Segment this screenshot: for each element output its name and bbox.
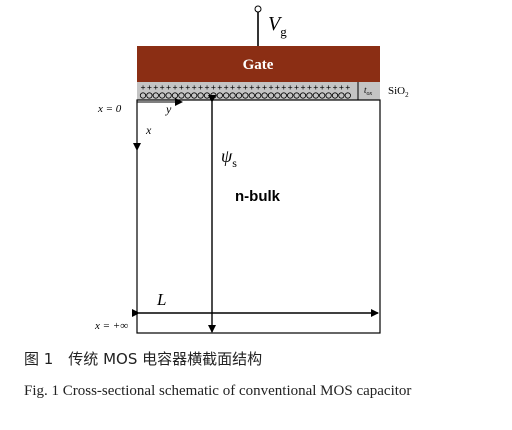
electron-charge-mark (274, 92, 281, 99)
positive-charge-mark: + (326, 83, 331, 92)
positive-charge-mark: + (141, 83, 146, 92)
positive-charge-mark: + (179, 83, 184, 92)
positive-charge-mark: + (320, 83, 325, 92)
positive-charge-mark: + (333, 83, 338, 92)
electron-charge-mark (229, 92, 236, 99)
potential-label: ψs (221, 146, 237, 170)
electron-charge-mark (280, 92, 287, 99)
positive-charge-mark: + (217, 83, 222, 92)
positive-charge-mark: + (192, 83, 197, 92)
bulk-label: n-bulk (235, 188, 281, 205)
electron-charge-mark (159, 92, 166, 99)
electron-charge-mark (216, 92, 223, 99)
n-bulk-region (136, 99, 381, 334)
positive-charge-mark: + (339, 83, 344, 92)
electron-charge-mark (139, 92, 147, 99)
figure-caption-english: Fig. 1 Cross-sectional schematic of conv… (24, 383, 412, 399)
positive-charge-mark: + (262, 83, 267, 92)
positive-charge-mark: + (345, 83, 350, 92)
positive-charge-mark: + (224, 83, 229, 92)
electron-charge-mark (146, 92, 153, 99)
positive-charge-mark: + (198, 83, 203, 92)
electron-charge-mark (293, 92, 300, 99)
electron-charge-mark (312, 92, 319, 99)
positive-charge-mark: + (211, 83, 216, 92)
gate-terminal-icon (254, 5, 262, 13)
surface-label: x = 0 (97, 103, 122, 115)
electron-charge-mark (306, 92, 313, 99)
x-axis-label: x (145, 123, 152, 137)
y-axis-label: y (165, 102, 172, 116)
electron-charge-mark (299, 92, 307, 99)
positive-charge-mark: + (281, 83, 286, 92)
electron-charge-mark (242, 92, 249, 99)
electron-charge-mark (184, 92, 191, 99)
electron-charge-mark (248, 92, 255, 99)
electron-charge-mark (235, 92, 243, 99)
positive-charge-mark: + (173, 83, 178, 92)
electron-charge-mark (331, 92, 339, 99)
oxide-label: SiO2 (388, 85, 409, 99)
electron-charge-mark (287, 92, 294, 99)
positive-charge-row: +++++++++++++++++++++++++++++++++ (141, 83, 351, 92)
positive-charge-mark: + (185, 83, 190, 92)
electron-charge-mark (197, 92, 204, 99)
positive-charge-mark: + (301, 83, 306, 92)
positive-charge-mark: + (269, 83, 274, 92)
electron-charge-mark (267, 92, 275, 99)
mos-capacitor-diagram: Vg Gate ++++++++++++++++++++++++++++++++… (94, 5, 409, 334)
positive-charge-mark: + (147, 83, 152, 92)
positive-charge-mark: + (249, 83, 254, 92)
electron-charge-mark (191, 92, 198, 99)
positive-charge-mark: + (205, 83, 210, 92)
depth-label: x = +∞ (94, 320, 128, 332)
electron-charge-mark (344, 92, 351, 99)
positive-charge-mark: + (275, 83, 280, 92)
oxide-thickness-label: tox (364, 85, 373, 97)
positive-charge-mark: + (243, 83, 248, 92)
positive-charge-mark: + (166, 83, 171, 92)
electron-charge-mark (223, 92, 230, 99)
electron-charge-mark (338, 92, 345, 99)
electron-charge-mark (261, 92, 268, 99)
positive-charge-mark: + (160, 83, 165, 92)
positive-charge-mark: + (294, 83, 299, 92)
gate-electrode (137, 46, 380, 82)
electron-charge-mark (325, 92, 332, 99)
gate-label: Gate (243, 57, 274, 73)
positive-charge-mark: + (153, 83, 158, 92)
electron-charge-mark (152, 92, 159, 99)
length-label: L (156, 290, 166, 309)
positive-charge-mark: + (256, 83, 261, 92)
electron-charge-mark (165, 92, 172, 99)
figure-caption-chinese: 图 1 传统 MOS 电容器横截面结构 (24, 350, 263, 368)
electron-charge-mark (319, 92, 326, 99)
positive-charge-mark: + (288, 83, 293, 92)
positive-charge-mark: + (230, 83, 235, 92)
positive-charge-mark: + (313, 83, 318, 92)
positive-charge-mark: + (237, 83, 242, 92)
positive-charge-mark: + (307, 83, 312, 92)
terminal-label: Vg (268, 13, 287, 39)
electron-charge-mark (255, 92, 262, 99)
